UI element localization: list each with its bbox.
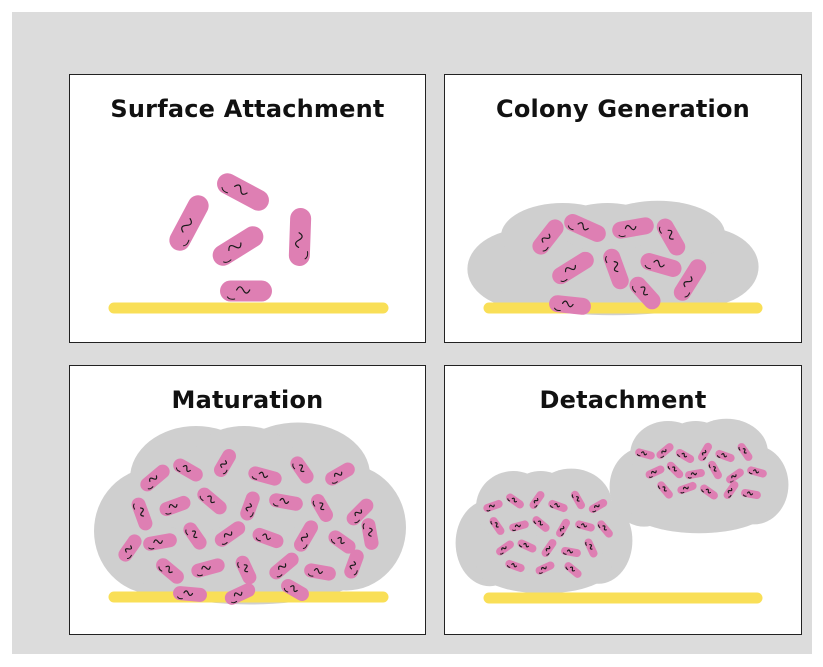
bacterium — [220, 281, 272, 302]
panel-surface-attachment: Surface Attachment — [69, 74, 426, 343]
panel-title: Maturation — [70, 386, 425, 414]
panel-title: Surface Attachment — [70, 95, 425, 123]
bacterium — [166, 192, 213, 255]
diagram-canvas: Surface Attachment Colony Generation Mat… — [12, 12, 812, 654]
panel-detachment: Detachment — [444, 365, 802, 635]
bacterium — [213, 170, 272, 215]
bacterium — [209, 222, 268, 269]
panel-colony-generation: Colony Generation — [444, 74, 802, 343]
bacterium — [288, 208, 311, 267]
panel-maturation: Maturation — [69, 365, 426, 635]
panel-title: Colony Generation — [445, 95, 801, 123]
panel-title: Detachment — [445, 386, 801, 414]
